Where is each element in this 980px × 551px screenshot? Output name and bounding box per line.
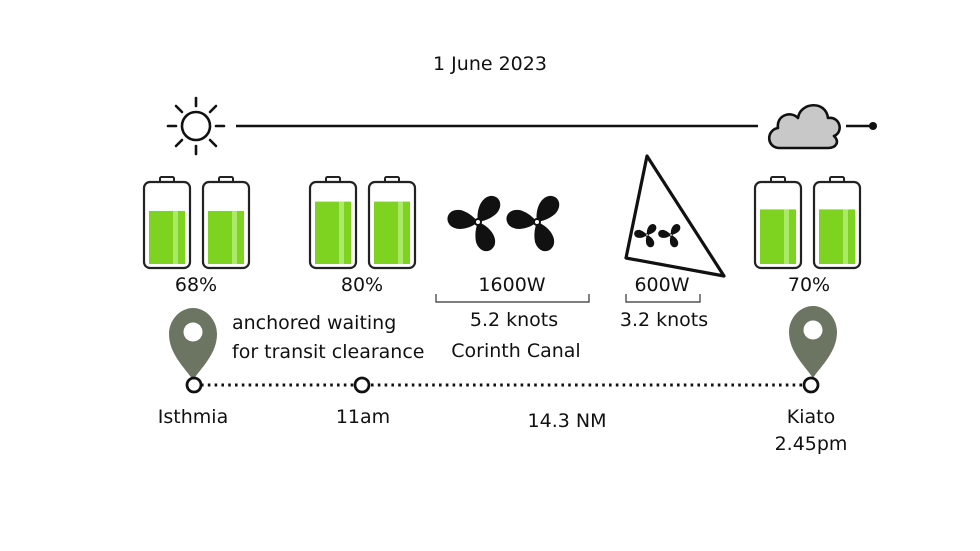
sail-power: 600W bbox=[634, 274, 690, 296]
propeller-icon-2 bbox=[503, 195, 560, 255]
date-title: 1 June 2023 bbox=[433, 53, 547, 75]
motor-power: 1600W bbox=[478, 274, 546, 296]
timeline-end-dot bbox=[869, 122, 877, 130]
route-end-time: 2.45pm bbox=[774, 433, 848, 455]
route-end-node bbox=[802, 376, 820, 394]
motor-speed: 5.2 knots bbox=[469, 309, 559, 331]
propeller-icon-1 bbox=[444, 195, 501, 255]
route-end-label: Kiato bbox=[786, 406, 836, 428]
anchor-note-line2: for transit clearance bbox=[232, 341, 425, 363]
sail-speed: 3.2 knots bbox=[619, 309, 709, 331]
motor-bracket bbox=[435, 294, 590, 303]
sail-icon bbox=[624, 154, 726, 278]
start-location-pin-icon bbox=[169, 308, 217, 380]
route-start-node bbox=[185, 376, 203, 394]
route-mid-node bbox=[353, 376, 371, 394]
canal-name: Corinth Canal bbox=[451, 340, 581, 362]
battery-icon-2a bbox=[308, 176, 358, 270]
battery-label-start: 68% bbox=[174, 274, 218, 296]
sail-bracket bbox=[625, 294, 701, 303]
route-start-label: Isthmia bbox=[157, 406, 229, 428]
battery-icon-1b bbox=[201, 176, 251, 270]
battery-icon-3b bbox=[812, 176, 862, 270]
battery-label-end: 70% bbox=[787, 274, 831, 296]
cloud-icon bbox=[767, 103, 841, 150]
battery-label-mid: 80% bbox=[340, 274, 384, 296]
route-distance: 14.3 NM bbox=[527, 410, 607, 432]
anchor-note-line1: anchored waiting bbox=[232, 312, 397, 334]
battery-icon-2b bbox=[367, 176, 417, 270]
end-location-pin-icon bbox=[789, 306, 837, 378]
sun-icon bbox=[166, 96, 226, 156]
battery-icon-3a bbox=[753, 176, 803, 270]
route-mid-label: 11am bbox=[335, 406, 391, 428]
battery-icon-1a bbox=[142, 176, 192, 270]
